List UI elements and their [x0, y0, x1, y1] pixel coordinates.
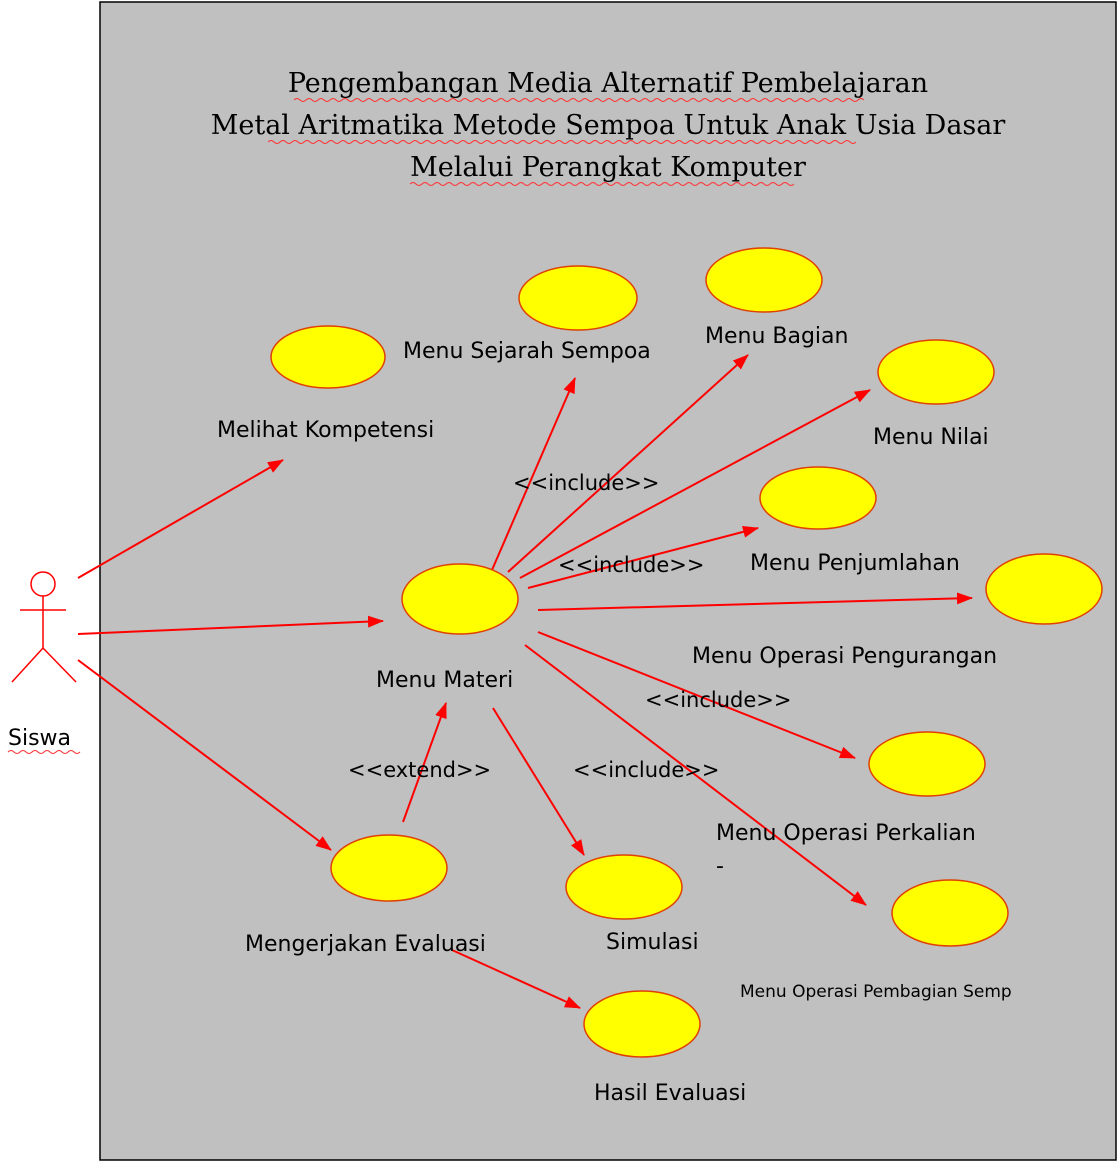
stereotype-include-lower: <<include>> [645, 688, 791, 712]
use-case-materi-label: Menu Materi [376, 668, 513, 693]
stray-dash: - [716, 854, 724, 879]
actor-label: Siswa [8, 726, 71, 751]
use-case-penjumlahan-label: Menu Penjumlahan [750, 551, 960, 576]
actor-left-leg [11, 647, 44, 683]
use-case-hasil-ellipse [583, 990, 701, 1058]
actor-right-leg [42, 647, 77, 683]
include-nilai [519, 389, 871, 579]
use-case-pembagian-ellipse [891, 879, 1009, 947]
use-case-perkalian-ellipse [868, 731, 986, 797]
use-case-hasil-label: Hasil Evaluasi [594, 1081, 746, 1106]
diagram-title-line-3: Melalui Perangkat Komputer [410, 152, 806, 183]
use-case-perkalian-label: Menu Operasi Perkalian [716, 821, 976, 846]
include-simulasi [492, 707, 585, 856]
system-boundary [99, 1, 1117, 1161]
use-case-simulasi-ellipse [565, 854, 683, 920]
use-case-bagian-ellipse [705, 247, 823, 313]
use-case-pengurangan-label: Menu Operasi Pengurangan [692, 644, 997, 669]
title-line-3-spellcheck [409, 182, 795, 186]
use-case-sejarah-label: Menu Sejarah Sempoa [403, 339, 651, 364]
use-case-nilai-label: Menu Nilai [873, 425, 989, 450]
use-case-pembagian-label: Menu Operasi Pembagian Semp [740, 982, 1012, 1002]
use-case-bagian-label: Menu Bagian [705, 324, 848, 349]
include-penjumlahan [527, 525, 759, 589]
use-case-sejarah-ellipse [518, 265, 638, 331]
include-perkalian [537, 631, 856, 759]
stereotype-extend: <<extend>> [348, 758, 491, 782]
use-case-nilai-ellipse [877, 339, 995, 405]
use-case-melihat-kompetensi-label: Melihat Kompetensi [217, 418, 434, 443]
title-line-2-spellcheck [267, 140, 857, 144]
use-case-pengurangan-ellipse [985, 553, 1103, 625]
assoc-evaluasi-hasil [451, 949, 581, 1009]
actor-head [30, 571, 56, 597]
stereotype-include-top: <<include>> [513, 471, 659, 495]
diagram-title-line-1: Pengembangan Media Alternatif Pembelajar… [288, 68, 928, 99]
assoc-actor-kompetensi [77, 459, 284, 579]
include-pengurangan [537, 592, 973, 611]
use-case-melihat-kompetensi-ellipse [270, 325, 386, 389]
use-case-penjumlahan-ellipse [759, 466, 877, 530]
actor-label-spellcheck [7, 750, 81, 754]
title-line-1-spellcheck [293, 98, 865, 102]
extend-evaluasi-materi [402, 702, 447, 823]
use-case-materi-ellipse [401, 563, 519, 635]
include-bagian [507, 354, 749, 573]
diagram-title-line-2: Metal Aritmatika Metode Sempoa Untuk Ana… [211, 110, 1006, 141]
assoc-actor-evaluasi [77, 659, 332, 851]
include-pembagian [524, 644, 867, 906]
use-case-evaluasi-label: Mengerjakan Evaluasi [245, 932, 486, 957]
stereotype-include-middle: <<include>> [558, 553, 704, 577]
use-case-simulasi-label: Simulasi [606, 930, 699, 955]
assoc-actor-materi [77, 615, 384, 635]
stereotype-include-bottom: <<include>> [573, 758, 719, 782]
use-case-evaluasi-ellipse [330, 834, 448, 902]
actor-siswa [11, 571, 77, 683]
include-sejarah [491, 377, 576, 571]
